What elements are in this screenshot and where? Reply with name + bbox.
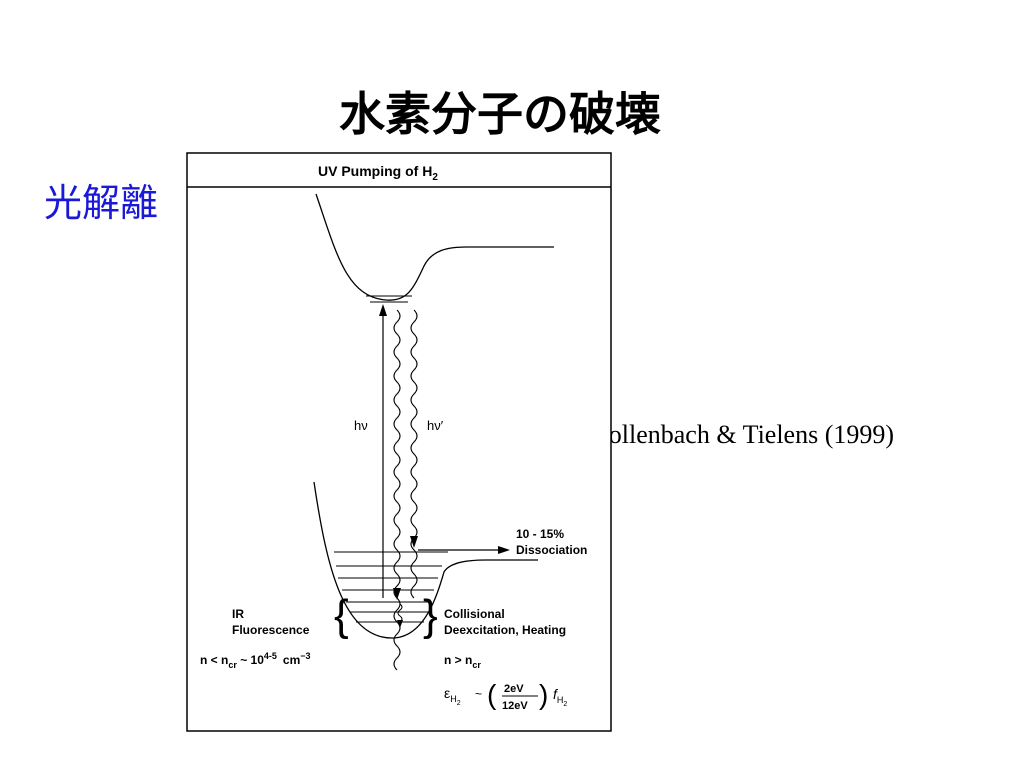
epsilon-symbol: εH2 xyxy=(444,685,461,707)
collisional-arrowhead xyxy=(397,620,403,628)
h2-uv-pumping-diagram: UV Pumping of H2 hν hν′ 10 - 15% Dissoci… xyxy=(186,152,612,732)
high-density-condition: n > ncr xyxy=(444,653,481,670)
emission-arrowhead-1 xyxy=(393,588,401,600)
absorption-arrowhead xyxy=(379,304,387,316)
fraction-denominator: 12eV xyxy=(502,700,528,712)
vibrational-levels xyxy=(334,551,448,623)
dissociation-label: Dissociation xyxy=(516,543,587,557)
emission-arrowhead-2 xyxy=(410,536,418,548)
open-paren: ( xyxy=(487,679,497,710)
figure-title: UV Pumping of H2 xyxy=(318,163,438,183)
deexcitation-label: Deexcitation, Heating xyxy=(444,623,566,637)
approx-symbol: ~ xyxy=(475,687,482,701)
h-nu-label: hν xyxy=(354,418,368,433)
heating-formula: εH2 ~ ( 2eV 12eV ) fH2 xyxy=(444,679,567,712)
ground-state-curve xyxy=(313,481,538,639)
left-brace: { xyxy=(334,591,349,640)
ir-label: IR xyxy=(232,607,244,621)
photodissociation-label: 光解離 xyxy=(44,181,159,225)
emission-wave-1 xyxy=(393,309,401,671)
dissociation-percent: 10 - 15% xyxy=(516,527,564,541)
emission-wave-2 xyxy=(410,309,418,599)
close-paren: ) xyxy=(539,679,548,710)
dissociation-arrowhead xyxy=(498,546,510,554)
fluorescence-label: Fluorescence xyxy=(232,623,310,637)
fraction-numerator: 2eV xyxy=(504,683,524,695)
figure-frame xyxy=(186,152,612,732)
citation: Hollenbach & Tielens (1999) xyxy=(590,420,895,449)
collisional-label: Collisional xyxy=(444,607,505,621)
h-nu-prime-label: hν′ xyxy=(427,418,444,433)
slide-title: 水素分子の破壊 xyxy=(339,87,661,141)
collisional-wiggle xyxy=(397,603,403,623)
f-symbol: fH2 xyxy=(553,686,567,708)
excited-state-curve xyxy=(315,193,554,301)
right-brace: } xyxy=(423,591,438,640)
